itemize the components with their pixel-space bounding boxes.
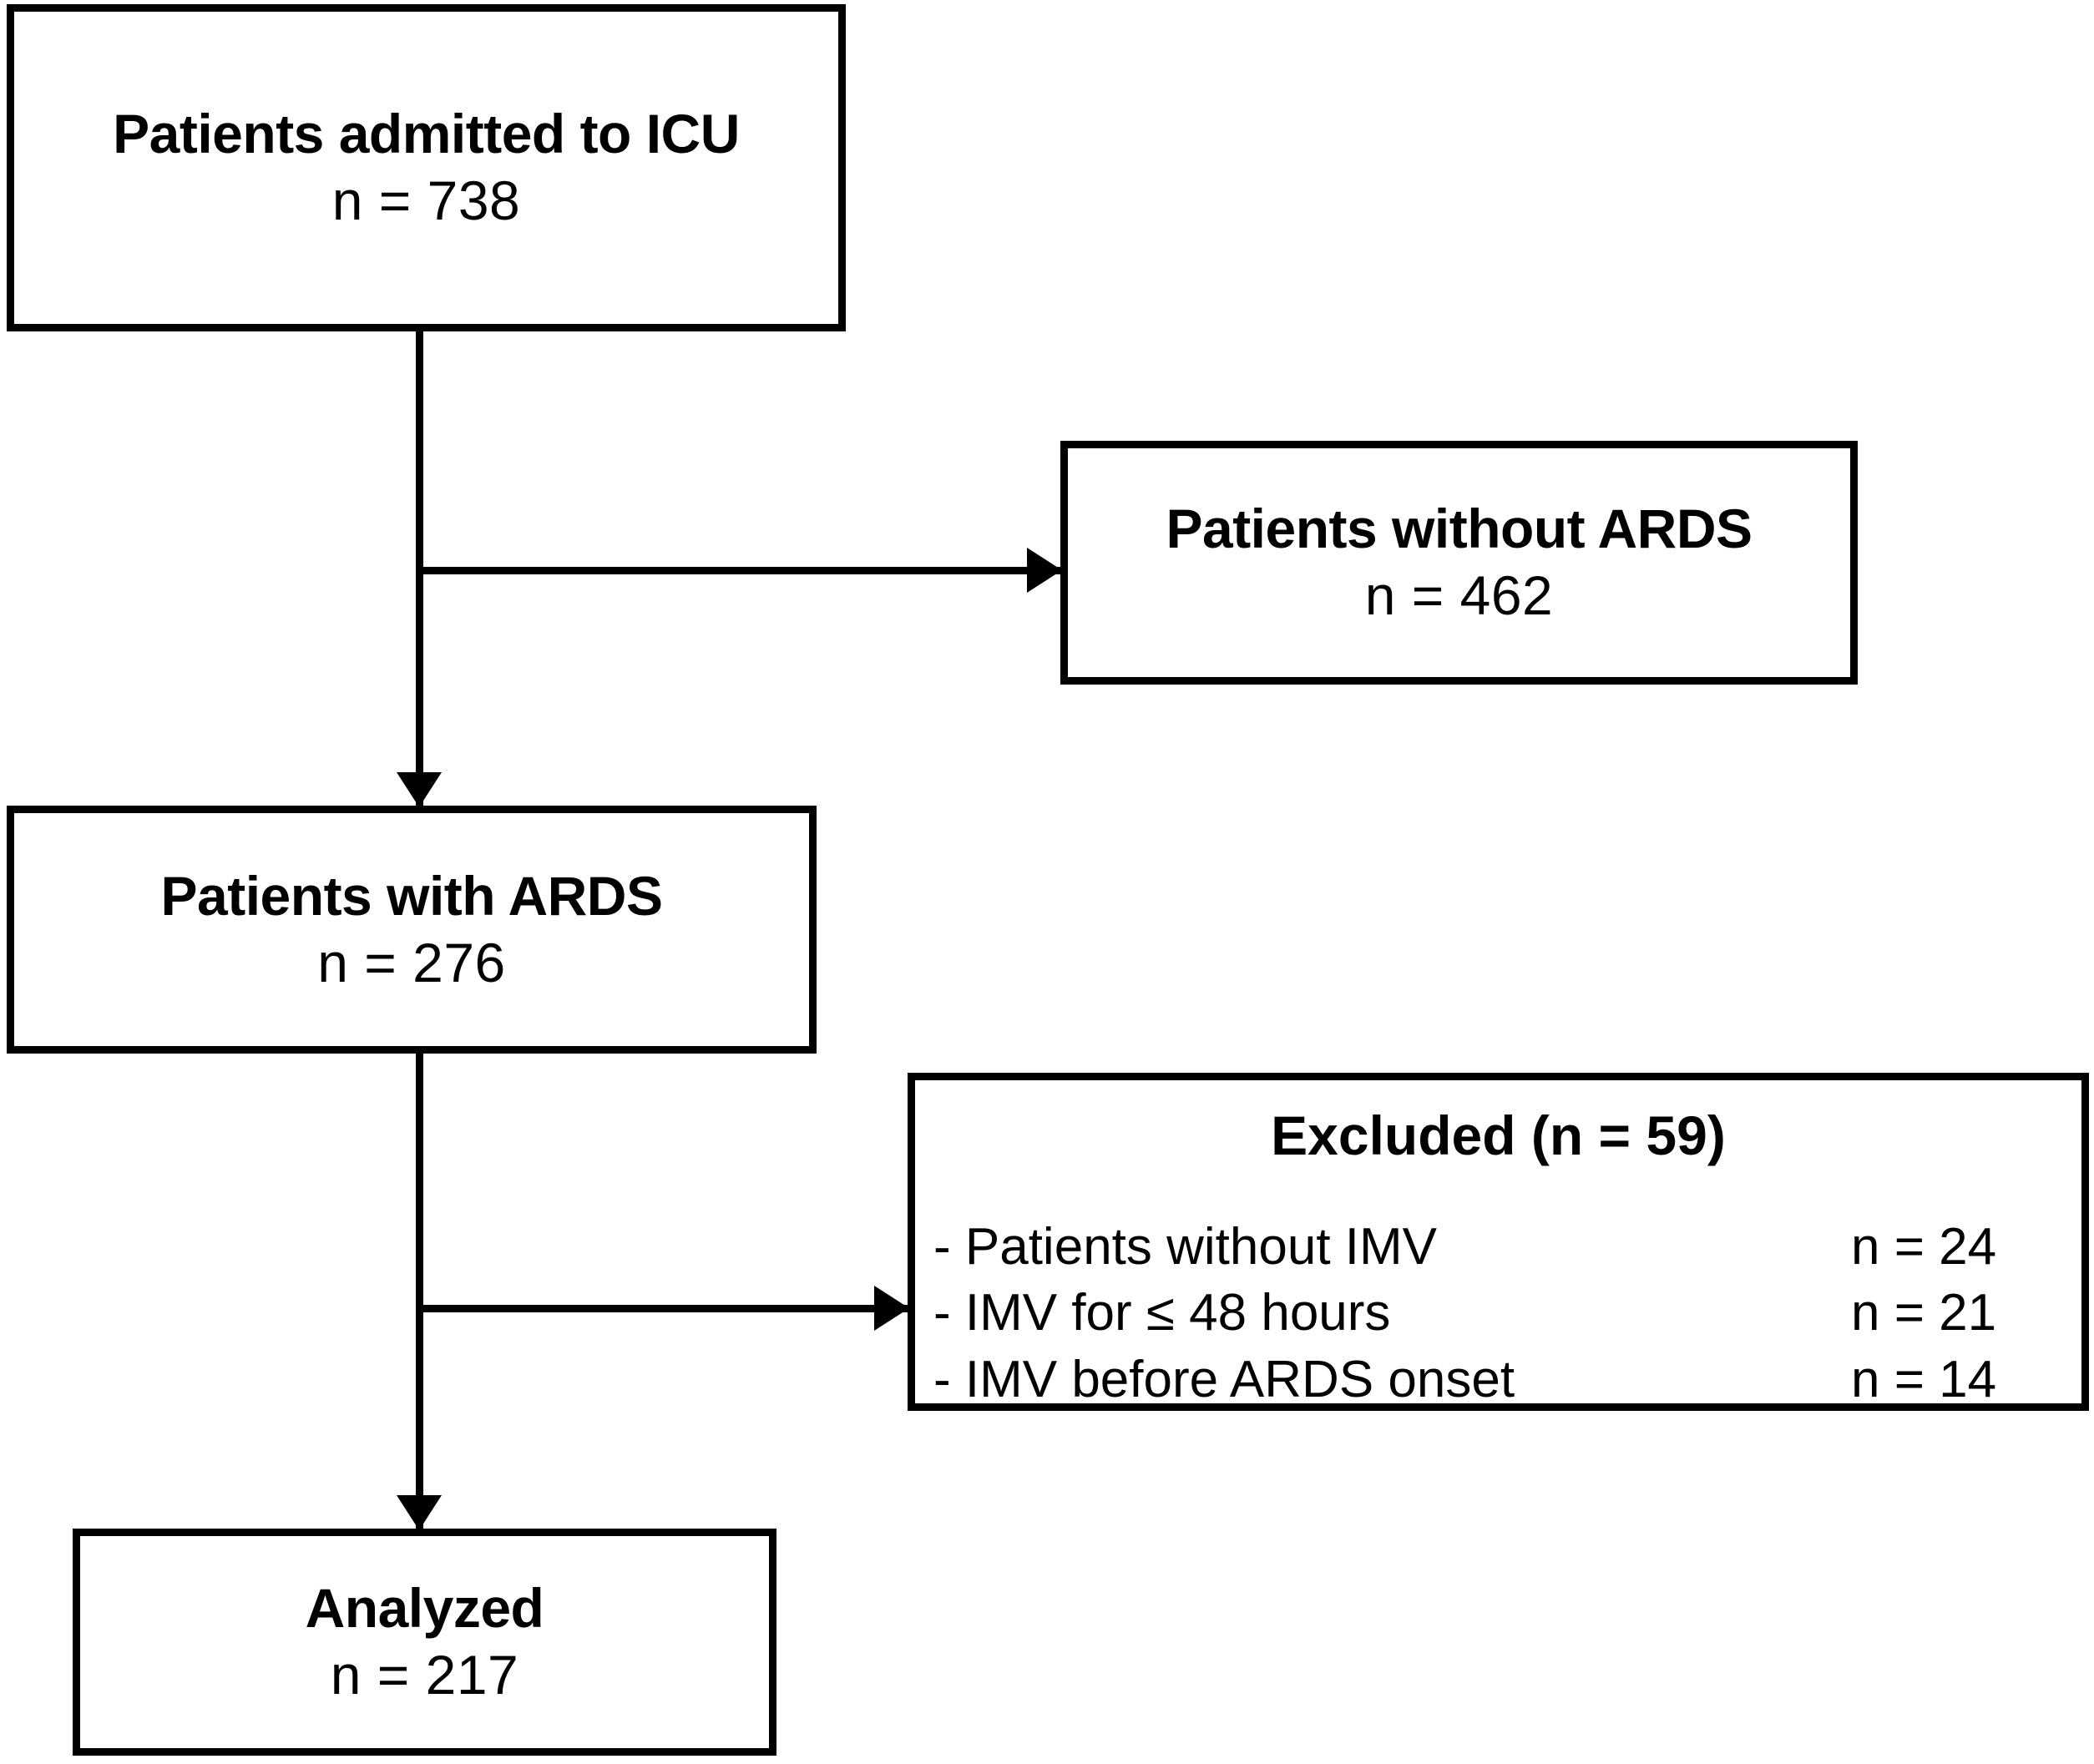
node-excluded: Excluded (n = 59) - Patients without IMV… xyxy=(908,1073,2089,1411)
excluded-reason-label: - IMV for ≤ 48 hours xyxy=(933,1284,1391,1342)
node-patients-with-ards: Patients with ARDS n = 276 xyxy=(7,806,817,1054)
arrowhead-right-icon xyxy=(874,1286,909,1331)
connector-ards-to-analyzed xyxy=(416,1054,423,1529)
excluded-reason-row: - IMV for ≤ 48 hours n = 21 xyxy=(933,1280,2058,1346)
node-title: Analyzed xyxy=(305,1577,544,1640)
excluded-reason-row: - IMV before ARDS onset n = 14 xyxy=(933,1347,2058,1413)
excluded-reason-row: - Patients without IMV n = 24 xyxy=(933,1214,2058,1280)
excluded-reason-label: - Patients without IMV xyxy=(933,1218,1438,1276)
node-count: n = 462 xyxy=(1364,564,1554,626)
node-patients-without-ards: Patients without ARDS n = 462 xyxy=(1060,441,1858,685)
node-title: Patients without ARDS xyxy=(1166,498,1753,560)
excluded-reason-list: - Patients without IMV n = 24 - IMV for … xyxy=(915,1214,2081,1413)
excluded-title: Excluded (n = 59) xyxy=(1271,1104,1726,1166)
connector-icu-to-no-ards xyxy=(419,567,1060,574)
connector-ards-to-excluded xyxy=(419,1305,908,1312)
node-count: n = 738 xyxy=(331,169,521,231)
excluded-reason-count: n = 21 xyxy=(1851,1284,1997,1342)
arrowhead-right-icon xyxy=(1027,548,1062,593)
excluded-reason-count: n = 24 xyxy=(1851,1218,1997,1276)
node-title: Patients with ARDS xyxy=(160,864,663,927)
excluded-reason-label: - IMV before ARDS onset xyxy=(933,1350,1515,1408)
node-patients-admitted-to-icu: Patients admitted to ICU n = 738 xyxy=(7,4,846,331)
node-analyzed: Analyzed n = 217 xyxy=(73,1529,776,1756)
node-count: n = 276 xyxy=(317,931,506,993)
arrowhead-down-icon xyxy=(397,1495,442,1530)
node-count: n = 217 xyxy=(330,1644,519,1706)
node-title: Patients admitted to ICU xyxy=(113,103,740,165)
arrowhead-down-icon xyxy=(397,772,442,807)
excluded-reason-count: n = 14 xyxy=(1851,1350,1997,1408)
